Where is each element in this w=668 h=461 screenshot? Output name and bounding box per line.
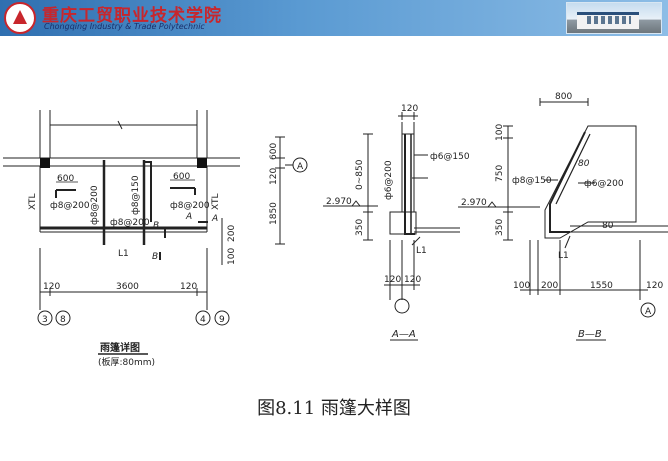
plan-rebar-mid1: ф8@200 bbox=[90, 185, 100, 225]
plan-rebar-mid2: ф8@150 bbox=[131, 175, 141, 215]
plan-axis-a: A bbox=[297, 162, 304, 172]
plan-view bbox=[3, 110, 308, 326]
plan-dim-600-right: 600 bbox=[173, 172, 190, 182]
plan-section-a-bottom: A bbox=[211, 214, 218, 224]
plan-section-a-top: A bbox=[185, 212, 192, 222]
bb-vdim-100: 100 bbox=[495, 124, 505, 141]
aa-bottom-120b: 120 bbox=[404, 275, 421, 285]
plan-dim-100: 100 bbox=[227, 248, 237, 265]
bb-vdim-350: 350 bbox=[495, 219, 505, 236]
aa-vdim-350: 350 bbox=[355, 219, 365, 236]
plan-xtl-right: XTL bbox=[211, 193, 221, 210]
plan-axis-4: 4 bbox=[200, 315, 206, 325]
aa-section-label: A—A bbox=[391, 329, 416, 340]
plan-subtitle: (板厚:80mm) bbox=[98, 356, 155, 368]
plan-vdim-1850: 1850 bbox=[269, 202, 279, 225]
school-name-en: Chongqing Industry & Trade Polytechnic bbox=[44, 22, 205, 31]
plan-beam-label: L1 bbox=[118, 249, 129, 259]
aa-bottom-120a: 120 bbox=[384, 275, 401, 285]
campus-photo bbox=[566, 2, 662, 34]
bb-section-label: B—B bbox=[578, 329, 602, 340]
plan-rebar-mid3: ф8@200 bbox=[110, 218, 150, 228]
plan-vdim-120: 120 bbox=[269, 168, 279, 185]
bb-beam-label: L1 bbox=[558, 251, 569, 261]
school-name-cn: 重庆工贸职业技术学院 bbox=[42, 6, 222, 26]
plan-title: 雨篷详图 bbox=[100, 341, 140, 354]
bb-dim-80b: 80 bbox=[602, 221, 614, 231]
bb-elevation: 2.970 bbox=[461, 198, 487, 208]
plan-rebar-right: ф8@200 bbox=[170, 201, 210, 211]
aa-top-120: 120 bbox=[401, 104, 418, 114]
plan-hdim-3600: 3600 bbox=[116, 282, 139, 292]
bb-hdim-1550: 1550 bbox=[590, 281, 613, 291]
bb-hdim-120: 120 bbox=[646, 281, 663, 291]
bb-hdim-200: 200 bbox=[541, 281, 558, 291]
plan-labels: 600 600 ф8@200 ф8@200 ф8@200 ф8@150 ф8@2… bbox=[28, 143, 304, 368]
section-aa-labels: 120 ф6@150 ф6@200 0~850 2.970 350 L1 120… bbox=[326, 104, 470, 340]
aa-rebar1: ф6@150 bbox=[430, 152, 470, 162]
plan-hdim-120-left: 120 bbox=[43, 282, 60, 292]
section-bb bbox=[458, 98, 668, 318]
school-logo bbox=[4, 2, 36, 34]
bb-axis-a: A bbox=[645, 307, 652, 317]
plan-hdim-120-right: 120 bbox=[180, 282, 197, 292]
plan-section-b-top: B bbox=[153, 221, 159, 231]
plan-xtl-left: XTL bbox=[28, 193, 38, 210]
aa-elevation: 2.970 bbox=[326, 197, 352, 207]
plan-axis-8: 8 bbox=[60, 315, 66, 325]
section-bb-labels: 800 100 750 350 ф8@150 ф6@200 80 80 2.97… bbox=[461, 92, 663, 340]
bb-dim-80a: 80 bbox=[578, 159, 590, 169]
plan-dim-600-left: 600 bbox=[57, 174, 74, 184]
aa-rebar2: ф6@200 bbox=[384, 160, 394, 200]
figure-caption: 图8.11 雨篷大样图 bbox=[257, 398, 411, 419]
aa-vrange: 0~850 bbox=[355, 159, 365, 190]
bb-rebar1: ф8@150 bbox=[512, 176, 552, 186]
plan-rebar-left: ф8@200 bbox=[50, 201, 90, 211]
plan-dim-200: 200 bbox=[227, 225, 237, 242]
plan-axis-3: 3 bbox=[42, 315, 48, 325]
aa-beam-label: L1 bbox=[416, 246, 427, 256]
header-banner: 重庆工贸职业技术学院 Chongqing Industry & Trade Po… bbox=[0, 0, 668, 36]
bb-vdim-750: 750 bbox=[495, 165, 505, 182]
plan-axis-9: 9 bbox=[219, 315, 225, 325]
bb-hdim-100: 100 bbox=[513, 281, 530, 291]
bb-top-800: 800 bbox=[555, 92, 572, 102]
plan-vdim-600: 600 bbox=[269, 143, 279, 160]
plan-section-b-bottom: B bbox=[152, 252, 158, 262]
bb-rebar2: ф6@200 bbox=[584, 179, 624, 189]
section-aa bbox=[323, 112, 460, 314]
